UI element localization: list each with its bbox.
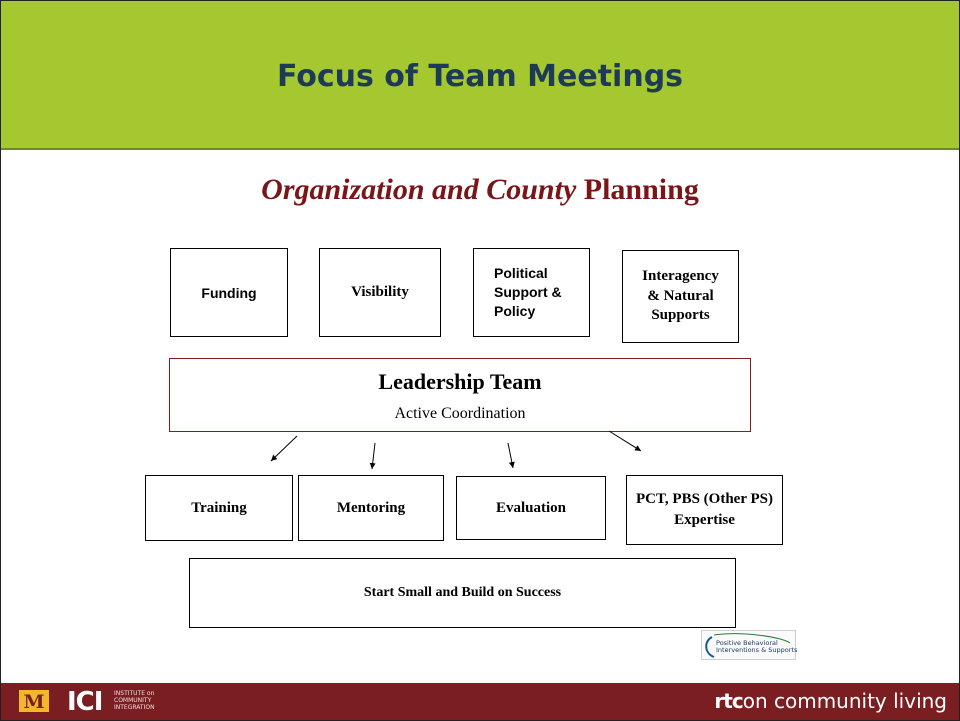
arrow-to-evaluation (507, 442, 515, 469)
slide-header: Focus of Team Meetings (1, 1, 959, 150)
box-mentoring: Mentoring (298, 475, 444, 541)
rtc-logo: rtcon community living (714, 689, 947, 713)
box-interagency-label: Interagency & Natural Supports (642, 268, 719, 324)
leadership-subtitle: Active Coordination (394, 405, 526, 422)
slide-footer: M ICI INSTITUTE on COMMUNITY INTEGRATION… (1, 683, 959, 720)
rtc-prefix: rtc (714, 689, 743, 713)
box-political-support: Political Support & Policy (473, 248, 590, 337)
box-expertise-label: PCT, PBS (Other PS) Expertise (636, 491, 773, 528)
ici-sub-3: INTEGRATION (114, 704, 155, 711)
box-evaluation-label: Evaluation (495, 499, 567, 516)
box-start-small: Start Small and Build on Success (189, 558, 736, 628)
box-mentoring-label: Mentoring (336, 499, 406, 516)
slide-title: Focus of Team Meetings (276, 59, 684, 94)
rtc-suffix: on community living (742, 689, 947, 713)
box-evaluation: Evaluation (456, 476, 606, 540)
box-funding-label: Funding (201, 284, 257, 301)
ici-sub-1: INSTITUTE on (114, 690, 155, 697)
box-start-small-label: Start Small and Build on Success (363, 585, 562, 600)
subtitle-bold: Planning (576, 173, 699, 206)
arrow-to-expertise (608, 430, 642, 452)
leadership-title: Leadership Team (378, 369, 542, 394)
pbis-text-2: Interventions & Supports (716, 646, 797, 654)
box-funding: Funding (170, 248, 288, 337)
slide-subtitle: Organization and County Planning (0, 173, 960, 207)
box-training: Training (145, 475, 293, 541)
ici-sub-2: COMMUNITY (114, 697, 152, 704)
ici-logo: ICI (67, 687, 103, 717)
subtitle-italic: Organization and County (261, 173, 577, 206)
ici-logo-subtext: INSTITUTE on COMMUNITY INTEGRATION (114, 690, 155, 711)
umn-letter: M (23, 691, 44, 712)
pbis-logo-graphic: Positive Behavioral Interventions & Supp… (705, 633, 798, 658)
arrow-to-training (270, 435, 298, 462)
pbis-logo: Positive Behavioral Interventions & Supp… (701, 630, 798, 660)
leadership-team-box: Leadership Team Active Coordination (169, 358, 751, 432)
pbis-text-1: Positive Behavioral (716, 639, 778, 647)
box-training-label: Training (191, 499, 247, 516)
box-interagency: Interagency & Natural Supports (622, 250, 739, 343)
umn-logo-icon: M (19, 690, 49, 712)
box-political-label: Political Support & Policy (494, 265, 562, 319)
arrow-to-mentoring (369, 442, 376, 470)
box-visibility-label: Visibility (351, 284, 409, 300)
box-expertise: PCT, PBS (Other PS) Expertise (626, 475, 783, 545)
box-visibility: Visibility (319, 248, 441, 337)
